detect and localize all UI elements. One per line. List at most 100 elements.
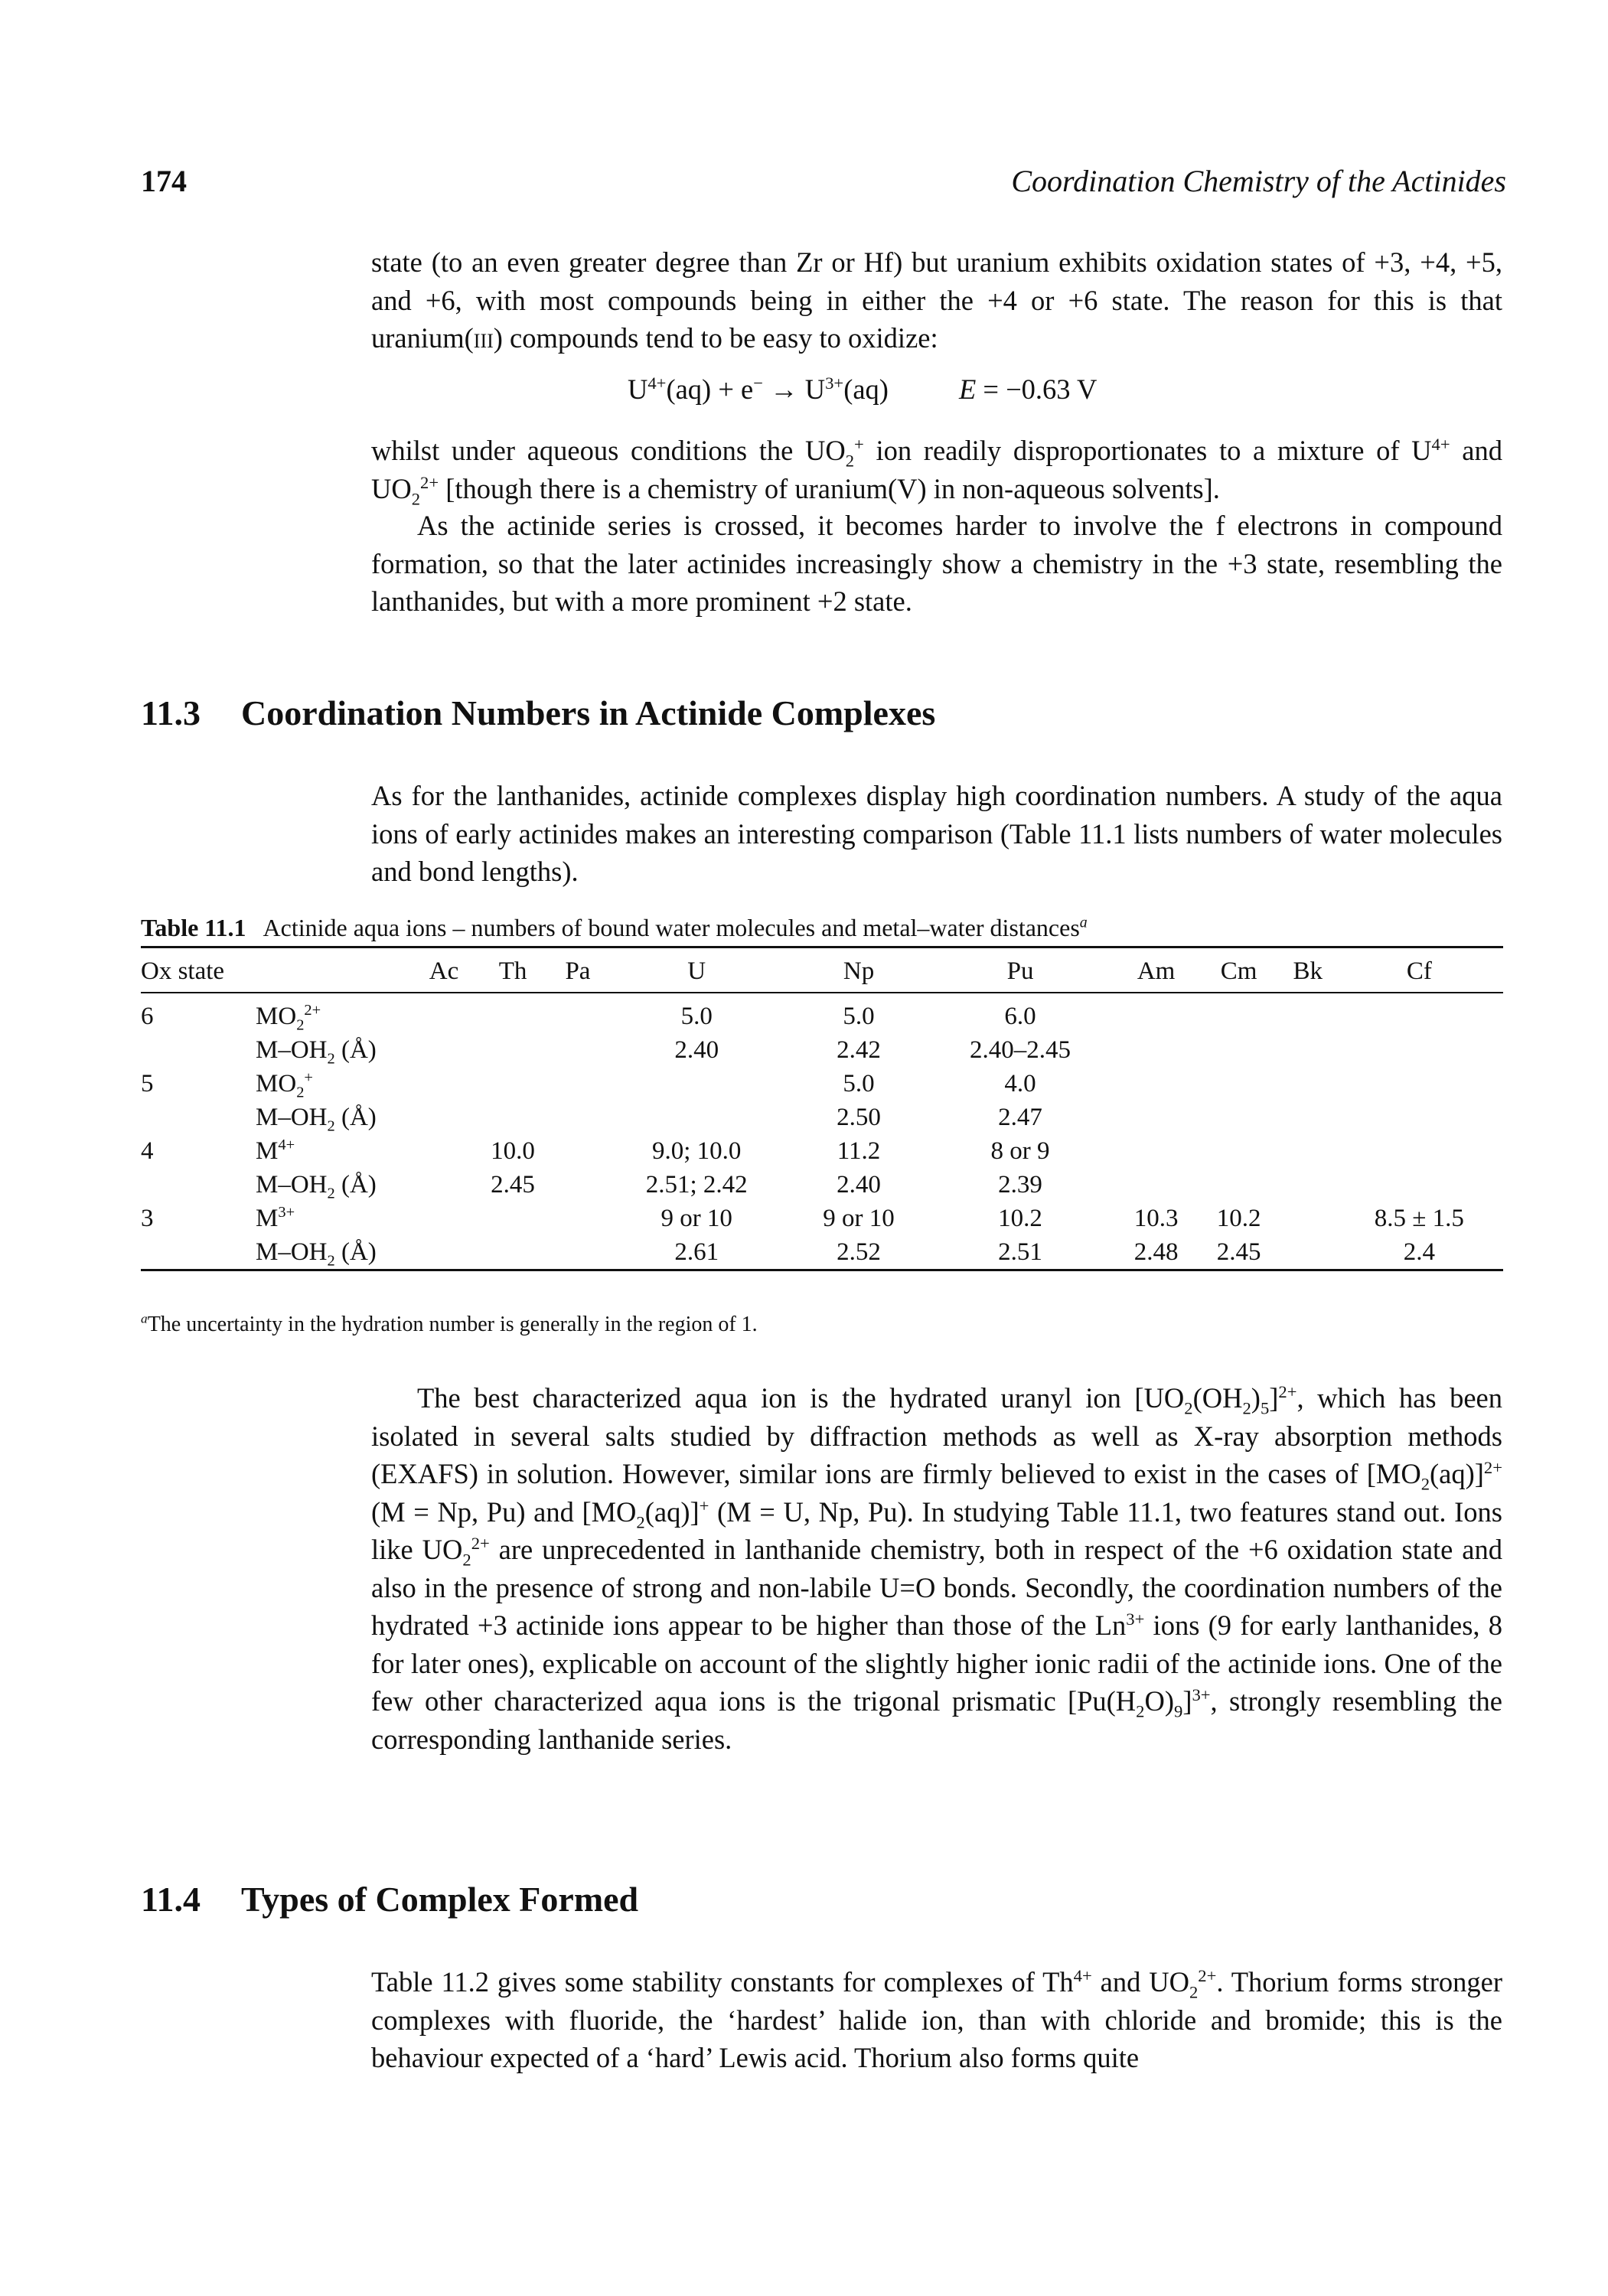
value-cell: 2.61 [601, 1235, 792, 1271]
row-label-cell: M3+ [256, 1204, 295, 1232]
value-cell [1336, 1168, 1503, 1202]
value-cell: 2.40 [837, 1171, 881, 1199]
column-header [256, 946, 416, 993]
column-header: Pu [925, 946, 1115, 993]
row-label-cell: M–OH2 (Å) [256, 1036, 377, 1068]
value-cell [554, 1067, 602, 1101]
value-cell: 10.3 [1133, 1205, 1179, 1232]
value-cell [1336, 1067, 1503, 1101]
value-cell: 6.0 [1004, 1003, 1036, 1030]
value-cell: 4.0 [1004, 1070, 1036, 1097]
value-cell: 2.42 [837, 1036, 881, 1064]
value-cell: 9 or 10 [823, 1205, 895, 1232]
value-cell: 2.47 [998, 1104, 1042, 1131]
value-cell: 2.52 [791, 1235, 926, 1271]
column-header: Am [1114, 946, 1198, 993]
value-cell: 2.51 [925, 1235, 1115, 1271]
ox-state-cell [141, 1235, 256, 1271]
value-cell [1198, 1033, 1280, 1067]
value-cell: 10.0 [491, 1137, 535, 1165]
section-11-4-paragraph: Table 11.2 gives some stability constant… [371, 1965, 1502, 2073]
value-cell: 9 or 10 [660, 1205, 732, 1232]
equation-potential: E = −0.63 V [958, 373, 1098, 405]
value-cell [471, 993, 554, 1033]
section-title: Types of Complex Formed [241, 1880, 639, 1919]
value-cell: 2.40 [674, 1036, 719, 1064]
value-cell [1115, 1168, 1198, 1202]
value-cell [554, 993, 602, 1033]
value-cell [554, 1235, 602, 1271]
value-cell [471, 1202, 554, 1235]
ox-state-cell [141, 1033, 256, 1067]
value-cell [1198, 1067, 1280, 1101]
value-cell [554, 1101, 602, 1134]
column-header: Th [471, 946, 555, 993]
column-header: Ox state [141, 946, 256, 993]
value-cell [1280, 1033, 1336, 1067]
value-cell [1115, 1033, 1198, 1067]
value-cell [1280, 993, 1336, 1033]
value-cell [1280, 1067, 1336, 1101]
value-cell [1115, 1067, 1198, 1101]
value-cell [471, 1101, 554, 1134]
value-cell: 9.0; 10.0 [651, 1137, 742, 1165]
value-cell [554, 1033, 602, 1067]
row-label-cell: MO22+ [256, 1002, 321, 1034]
ox-state-cell: 5 [141, 1070, 154, 1097]
value-cell [416, 1067, 471, 1101]
value-cell [602, 1101, 792, 1134]
value-cell [1280, 1202, 1336, 1235]
column-header: Bk [1280, 946, 1336, 993]
value-cell [1115, 1134, 1198, 1168]
ox-state-cell [141, 1101, 256, 1134]
value-cell [1115, 1101, 1198, 1134]
column-header: U [601, 946, 792, 993]
value-cell [554, 1134, 602, 1168]
value-cell [416, 1134, 471, 1168]
running-title: Coordination Chemistry of the Actinides [1011, 164, 1506, 198]
value-cell [1198, 993, 1280, 1033]
value-cell [1280, 1235, 1336, 1271]
value-cell: 5.0 [843, 1070, 875, 1097]
value-cell [471, 1067, 554, 1101]
ox-state-cell [141, 1168, 256, 1202]
value-cell: 10.2 [998, 1205, 1042, 1232]
value-cell [1336, 993, 1503, 1033]
value-cell: 2.45 [491, 1171, 535, 1199]
column-header: Cm [1197, 946, 1280, 993]
value-cell: 2.48 [1114, 1235, 1198, 1271]
row-label-cell: MO2+ [256, 1069, 313, 1101]
column-header: Ac [416, 946, 472, 993]
value-cell [1198, 1101, 1280, 1134]
value-cell [1336, 1134, 1503, 1168]
value-cell [416, 1168, 471, 1202]
intro-paragraph-2: whilst under aqueous conditions the UO2+… [371, 434, 1503, 508]
value-cell: 2.4 [1335, 1235, 1503, 1271]
section-11-3-paragraph: As for the lanthanides, actinide complex… [371, 780, 1502, 887]
value-cell [416, 1101, 471, 1134]
intro-paragraph-1: state (to an even greater degree than Zr… [371, 246, 1502, 354]
value-cell [602, 1067, 792, 1101]
value-cell [1198, 1168, 1280, 1202]
value-cell [1336, 1033, 1503, 1067]
table-caption-text: Actinide aqua ions – numbers of bound wa… [263, 914, 1088, 941]
value-cell: 8.5 ± 1.5 [1374, 1205, 1464, 1232]
value-cell [554, 1168, 602, 1202]
value-cell: 5.0 [843, 1003, 875, 1030]
ox-state-cell: 6 [141, 1003, 154, 1030]
section-number: 11.3 [141, 693, 201, 732]
value-cell [1336, 1101, 1503, 1134]
section-number: 11.4 [141, 1880, 201, 1919]
value-cell [416, 993, 471, 1033]
value-cell [1280, 1134, 1336, 1168]
